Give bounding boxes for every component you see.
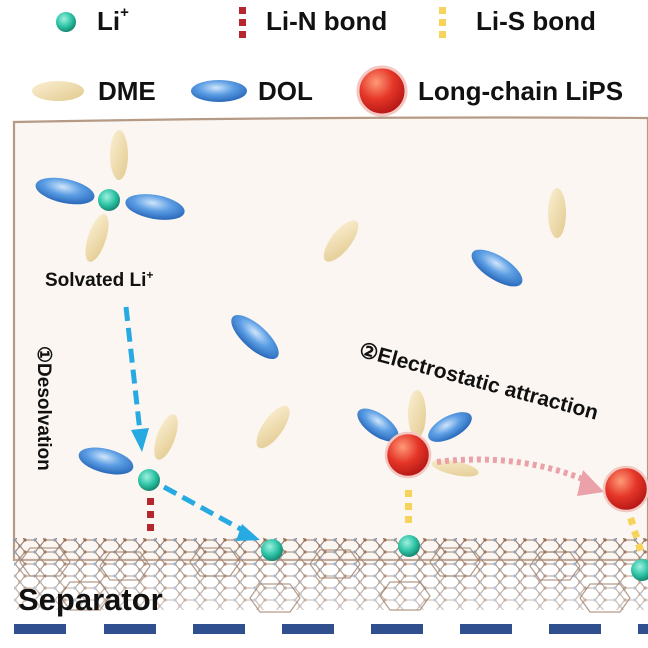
attraction-arrow — [436, 456, 604, 496]
solvated-lips-cluster — [357, 390, 479, 479]
legend-li-s-bond-swatch — [439, 7, 446, 38]
desolvation-arrow — [123, 306, 149, 452]
migration-arrow — [162, 484, 260, 541]
li-n-bond-left — [147, 498, 154, 531]
desolvating-li-cluster — [78, 414, 178, 491]
lips-right — [602, 465, 648, 513]
legend-li-ion-label: Li+ — [97, 4, 129, 36]
legend-lips-label: Long-chain LiPS — [418, 76, 624, 106]
solvated-li-label: Solvated Li+ — [45, 268, 154, 291]
free-solvent-molecules — [231, 188, 566, 449]
legend-li-n-bond-swatch — [239, 7, 246, 38]
anchored-li-ion-1 — [261, 539, 283, 561]
legend-li-n-bond-label: Li-N bond — [266, 6, 388, 36]
anchored-li-ion-2 — [398, 535, 420, 557]
li-s-bond-right — [627, 516, 645, 552]
anchored-li-ion-3 — [631, 559, 648, 581]
step1-label: ①Desolvation — [33, 346, 54, 471]
separator-bars — [14, 624, 648, 634]
li-s-bond-middle — [405, 490, 412, 523]
legend-dol-swatch — [191, 80, 247, 102]
legend-li-s-bond-label: Li-S bond — [476, 6, 596, 36]
legend-dme-label: DME — [98, 76, 156, 106]
separator-label: Separator — [18, 582, 163, 617]
legend-dol-label: DOL — [258, 76, 313, 106]
electrolyte-region — [12, 116, 648, 562]
legend-lips-swatch — [356, 65, 408, 117]
solvated-li-cluster — [35, 130, 185, 262]
separator-lattice — [14, 538, 648, 613]
legend-dme-swatch — [32, 81, 84, 101]
legend-li-ion-swatch — [56, 12, 76, 32]
